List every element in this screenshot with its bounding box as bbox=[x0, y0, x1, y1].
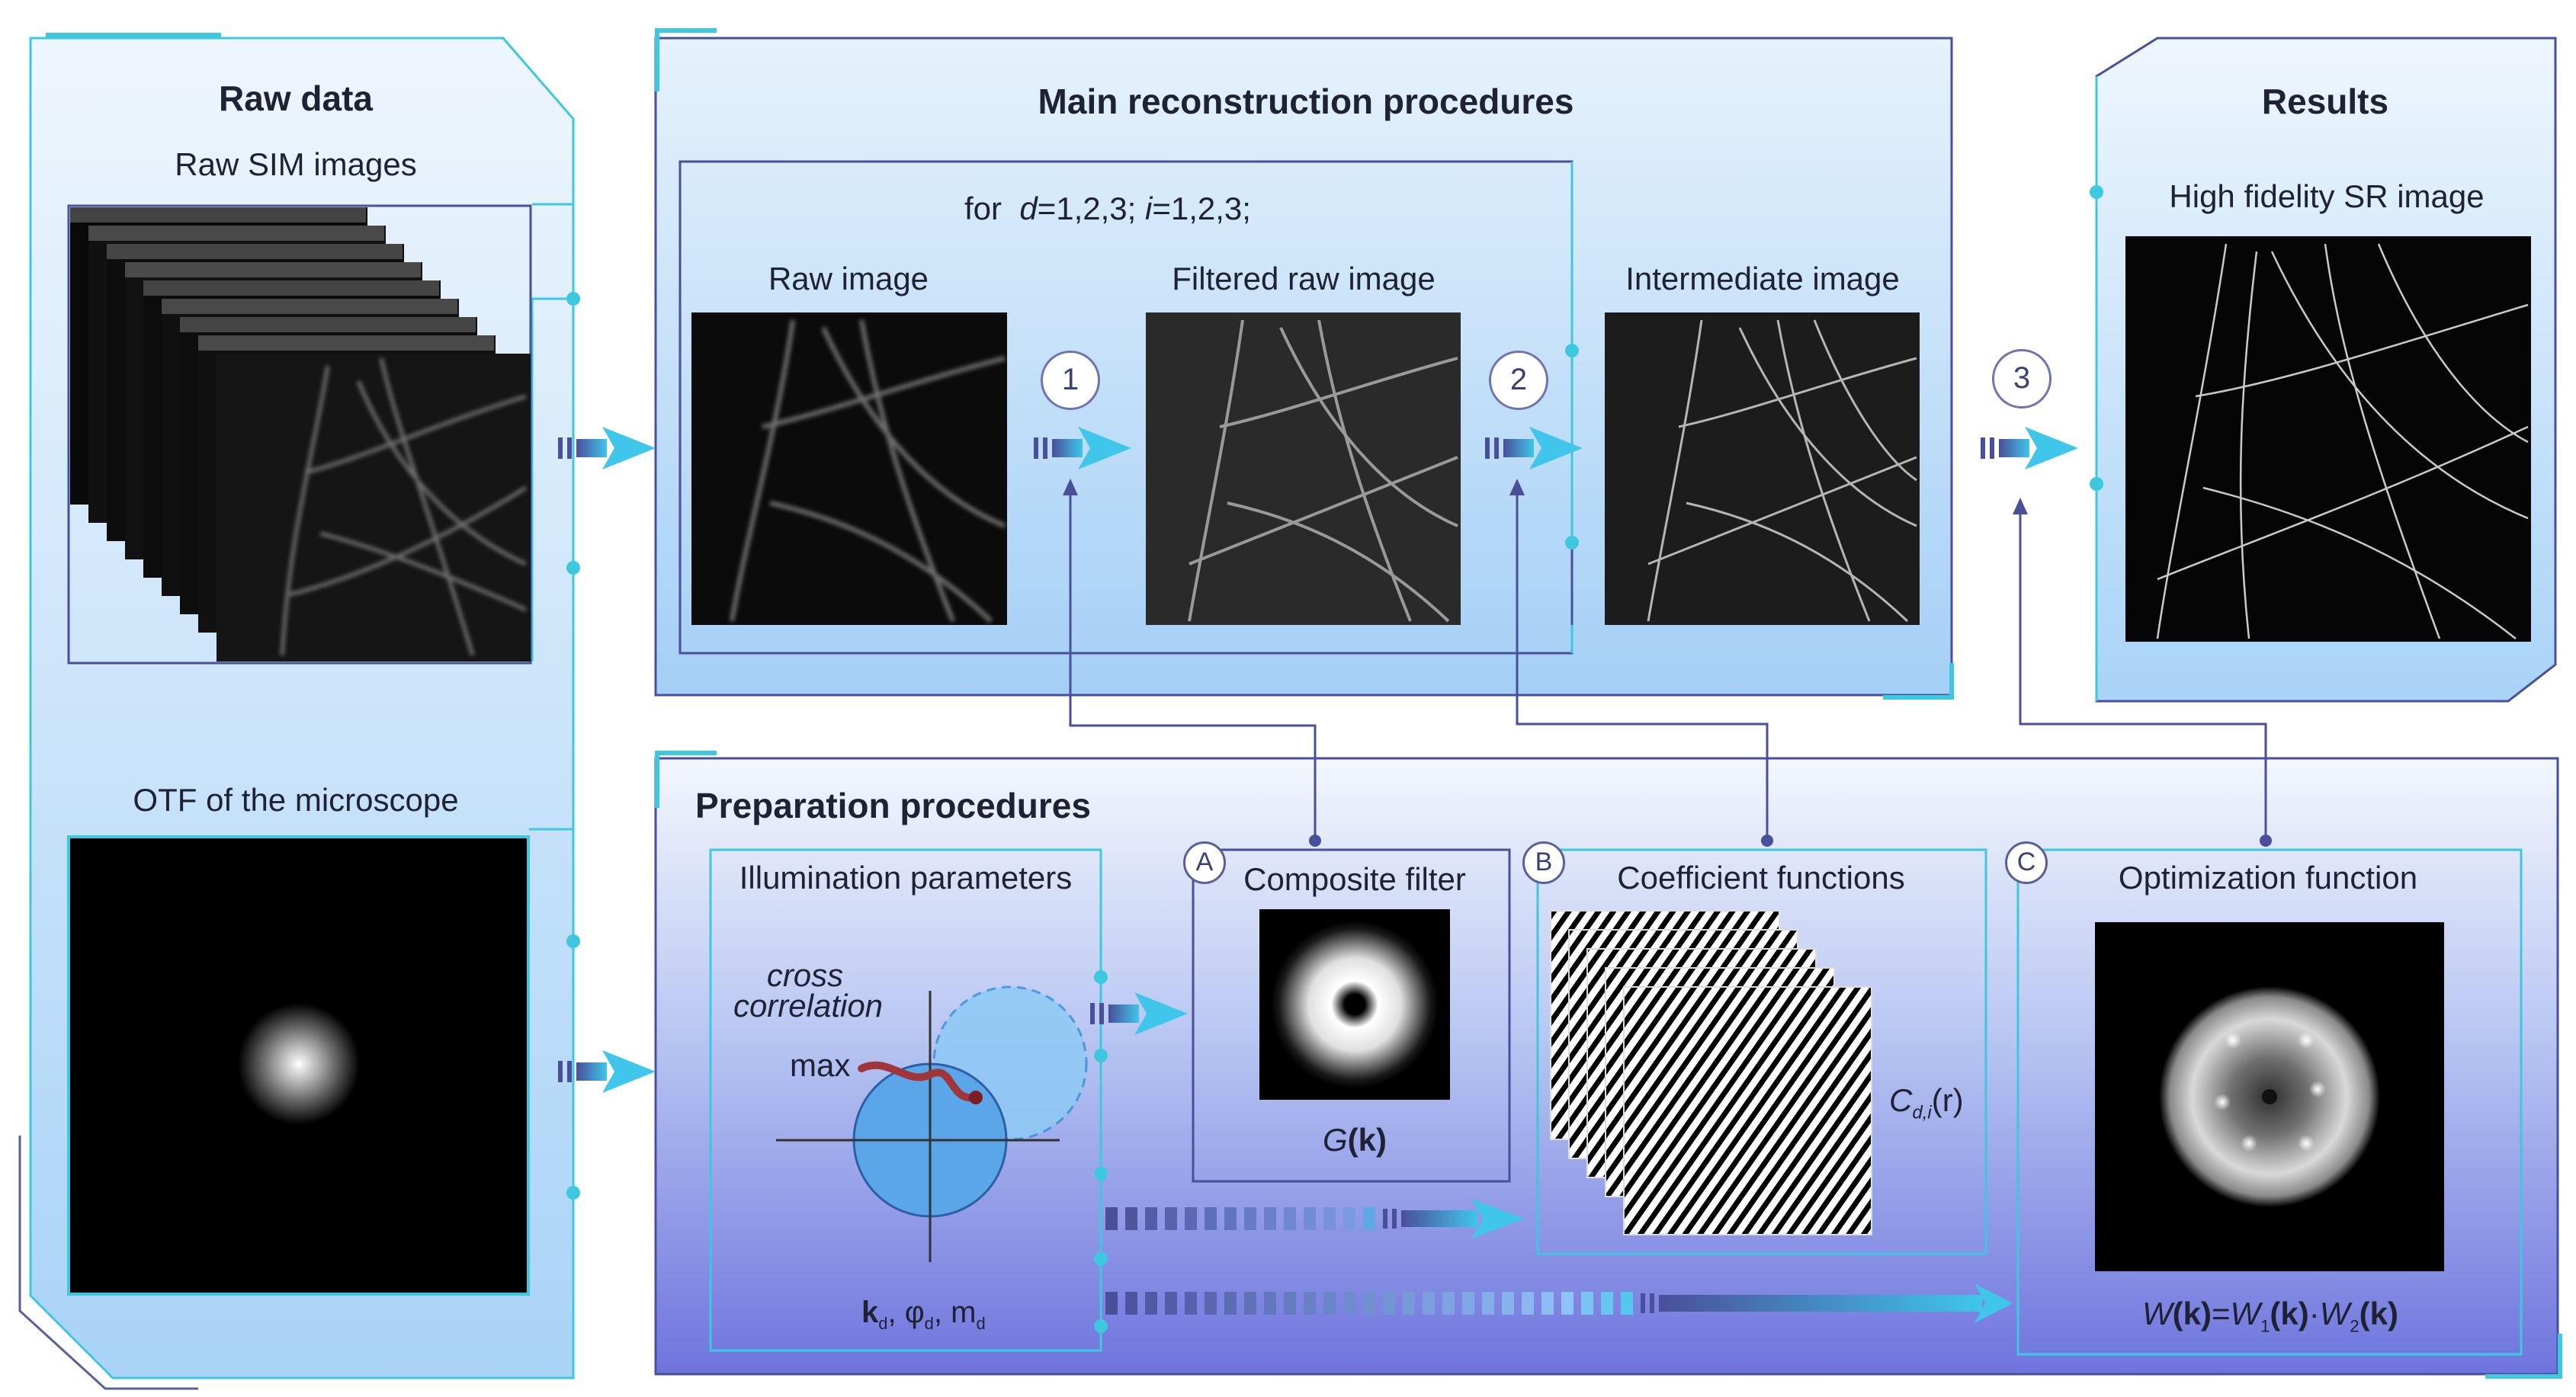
filter-k: (k) bbox=[1347, 1122, 1387, 1158]
opt-s2: 2 bbox=[2350, 1316, 2359, 1336]
raw-sim-image-stack bbox=[67, 204, 532, 665]
filter-title: Composite filter bbox=[1243, 861, 1466, 897]
flow-arrow-otf-to-prep bbox=[558, 1050, 656, 1093]
cross-label-line2: correlation bbox=[733, 988, 884, 1024]
opt-formula: W(k)=W1(k)·W2(k) bbox=[2142, 1296, 2398, 1336]
filtered-image-label: Filtered raw image bbox=[1172, 261, 1436, 296]
flow-arrow-illum-to-coef bbox=[1105, 1199, 1525, 1238]
feedback-arrowheads bbox=[1063, 479, 2028, 514]
coef-letter-badge: B bbox=[1522, 841, 1565, 884]
filter-letter-badge: A bbox=[1183, 841, 1226, 884]
flow-arrow-raw-to-main bbox=[558, 427, 656, 469]
coef-r: (r) bbox=[1931, 1082, 1964, 1118]
coef-sub: d,i bbox=[1912, 1102, 1932, 1123]
param-phi: , φ bbox=[887, 1296, 925, 1329]
coefficient-functions-stack bbox=[1550, 910, 1872, 1235]
raw-image-label: Raw image bbox=[768, 261, 929, 296]
raw-data-title: Raw data bbox=[219, 79, 373, 118]
opt-k1: (k) bbox=[2172, 1296, 2212, 1331]
cross-label-line1: cross bbox=[766, 957, 844, 993]
prep-title: Preparation procedures bbox=[695, 786, 1091, 825]
flow-arrow-step1 bbox=[1034, 427, 1131, 469]
param-m-sub: d bbox=[976, 1314, 986, 1333]
illum-params: kd, φd, md bbox=[861, 1296, 986, 1334]
coef-formula: Cd,i(r) bbox=[1889, 1082, 1964, 1123]
flow-arrow-step2 bbox=[1485, 427, 1583, 469]
filter-g: G bbox=[1322, 1122, 1348, 1158]
coef-title: Coefficient functions bbox=[1617, 860, 1905, 896]
step-1-badge: 1 bbox=[1041, 351, 1100, 410]
param-k: k bbox=[861, 1296, 879, 1329]
opt-dot: · bbox=[2308, 1296, 2320, 1331]
flow-arrow-step3 bbox=[1981, 427, 2078, 469]
loop-d-values: =1,2,3; bbox=[1037, 191, 1145, 226]
step-3-badge: 3 bbox=[1992, 349, 2051, 409]
loop-i-values: =1,2,3; bbox=[1152, 191, 1251, 226]
param-phi-sub: d bbox=[924, 1314, 934, 1333]
flow-arrow-illum-to-filter bbox=[1090, 992, 1188, 1035]
loop-statement: for d=1,2,3; i=1,2,3; bbox=[964, 191, 1251, 227]
optimization-function-image bbox=[2095, 922, 2444, 1271]
param-k-sub: d bbox=[878, 1314, 888, 1333]
cross-correlation-sketch bbox=[776, 985, 1088, 1262]
intermediate-image-label: Intermediate image bbox=[1625, 261, 1900, 296]
loop-d: d bbox=[1019, 191, 1038, 226]
feedback-lines bbox=[1069, 488, 2267, 846]
coef-c: C bbox=[1889, 1082, 1913, 1118]
param-m: , m bbox=[933, 1296, 977, 1329]
opt-k3: (k) bbox=[2359, 1296, 2399, 1331]
connector-dots bbox=[566, 185, 2103, 1333]
main-title: Main reconstruction procedures bbox=[1038, 82, 1574, 121]
otf-label: OTF of the microscope bbox=[133, 782, 459, 818]
opt-letter-badge: C bbox=[2005, 841, 2048, 884]
raw-image bbox=[691, 312, 1007, 625]
intermediate-image bbox=[1605, 312, 1920, 625]
max-label: max bbox=[790, 1047, 851, 1083]
opt-w2: W bbox=[2319, 1296, 2350, 1331]
illum-title: Illumination parameters bbox=[739, 860, 1073, 896]
filter-formula: G(k) bbox=[1323, 1122, 1387, 1158]
sr-image bbox=[2125, 236, 2531, 642]
opt-w: W bbox=[2141, 1296, 2173, 1331]
step-2-badge: 2 bbox=[1489, 351, 1548, 410]
filtered-raw-image bbox=[1146, 312, 1461, 625]
feedback-dots bbox=[1309, 835, 2272, 847]
otf-image bbox=[67, 835, 530, 1296]
loop-i: i bbox=[1145, 191, 1153, 226]
opt-eq: = bbox=[2211, 1296, 2231, 1331]
loop-for: for bbox=[964, 191, 1002, 226]
composite-filter-image bbox=[1259, 909, 1450, 1100]
opt-k2: (k) bbox=[2270, 1296, 2309, 1331]
raw-sim-images-label: Raw SIM images bbox=[175, 146, 417, 182]
opt-s1: 1 bbox=[2260, 1316, 2270, 1336]
flow-arrow-illum-to-opt bbox=[1105, 1283, 2013, 1323]
opt-title: Optimization function bbox=[2118, 860, 2418, 896]
sr-image-label: High fidelity SR image bbox=[2169, 178, 2485, 214]
results-title: Results bbox=[2261, 82, 2389, 121]
opt-w1: W bbox=[2230, 1296, 2261, 1331]
